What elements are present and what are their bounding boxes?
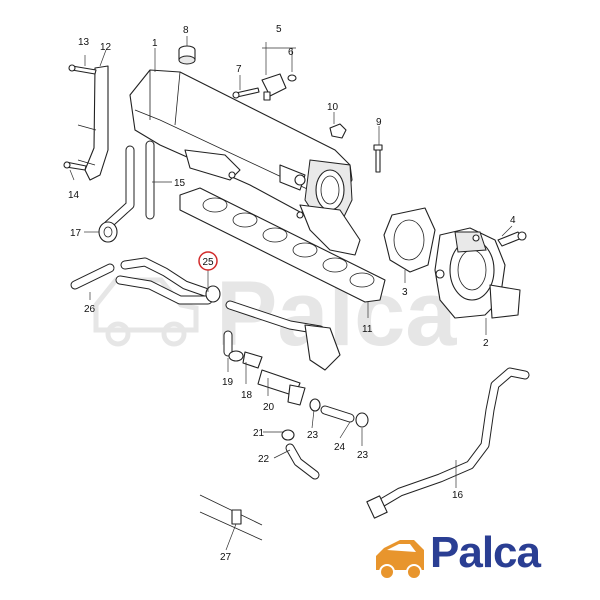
- callout-24: 24: [334, 442, 346, 453]
- hose-16: [366, 367, 530, 519]
- callout-23a: 23: [307, 430, 319, 441]
- callout-27: 27: [220, 552, 232, 563]
- callout-1: 1: [152, 38, 158, 49]
- cap-8: [178, 45, 196, 65]
- callout-7: 7: [236, 64, 242, 75]
- callout-21: 21: [253, 428, 265, 439]
- callout-14: 14: [68, 190, 80, 201]
- clips-27: [199, 494, 263, 541]
- callout-12: 12: [100, 42, 112, 53]
- bolt-9: [373, 144, 383, 173]
- breather-hose-25: [115, 257, 221, 305]
- bolt-4: [497, 231, 527, 247]
- callout-9: 9: [376, 117, 382, 128]
- callout-16: 16: [452, 490, 464, 501]
- manifold-gasket: [179, 187, 386, 303]
- callout-4: 4: [510, 215, 516, 226]
- callout-8: 8: [183, 25, 189, 36]
- intake-manifold: [129, 69, 361, 256]
- callout-15: 15: [174, 178, 186, 189]
- clamps-23-24: [309, 398, 369, 428]
- car-icon: [376, 540, 424, 580]
- brand-logo-text: Palca: [430, 528, 541, 577]
- hose-26: [70, 263, 115, 290]
- throttle-body: [434, 227, 521, 319]
- pipe-resonator: [225, 300, 341, 371]
- bolt-7: [232, 87, 260, 99]
- callout-26: 26: [84, 304, 96, 315]
- callout-17: 17: [70, 228, 82, 239]
- nut-10: [329, 123, 347, 139]
- bolt-14: [63, 161, 87, 171]
- vacuum-line-15: [103, 140, 155, 230]
- callout-25-highlight: 25: [198, 251, 218, 271]
- callout-23b: 23: [357, 450, 369, 461]
- bracket-12: [77, 65, 109, 181]
- hose-22: [281, 429, 320, 480]
- callout-20: 20: [263, 402, 275, 413]
- callout-11: 11: [362, 324, 373, 335]
- sensor-5: [261, 73, 297, 101]
- brand-logo: [376, 540, 424, 580]
- callout-5: 5: [276, 24, 282, 35]
- fittings-18-19-20: [223, 330, 306, 406]
- callout-19: 19: [222, 377, 234, 388]
- callout-3: 3: [402, 287, 408, 298]
- callout-6: 6: [288, 47, 294, 58]
- callout-13: 13: [78, 37, 90, 48]
- leader-lines: [69, 36, 513, 551]
- callout-25-ring: [198, 251, 218, 271]
- bolt-13: [68, 64, 97, 75]
- callout-18: 18: [241, 390, 253, 401]
- valve-17: [98, 221, 118, 243]
- callout-22: 22: [258, 454, 270, 465]
- throttle-gasket: [383, 207, 436, 273]
- callouts: 1 2 3 4 5 6 7 8 9 10 11 12 13 14 15 16 1…: [68, 24, 516, 563]
- callout-2: 2: [483, 338, 489, 349]
- callout-25: 25: [202, 257, 214, 268]
- callout-10: 10: [327, 102, 339, 113]
